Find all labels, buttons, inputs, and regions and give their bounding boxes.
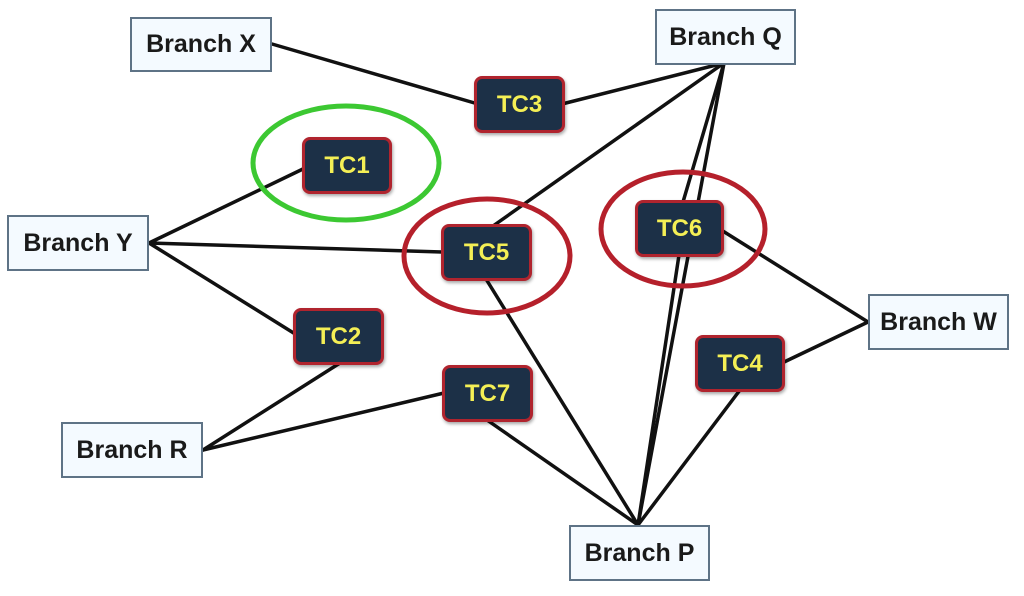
edge-tc6-w [716, 226, 870, 324]
tc1-highlight-ring [250, 103, 442, 223]
edge-q-tc5 [491, 61, 726, 228]
edge-x-tc3 [270, 42, 480, 106]
edge-tc4-w [780, 320, 870, 365]
edge-tc2-r [201, 361, 342, 452]
edge-q-p [636, 61, 726, 527]
tc6-highlight-ring [598, 169, 768, 289]
edge-r-tc7 [201, 391, 446, 452]
highlight-layer [250, 103, 768, 316]
tc4-node: TC4 [695, 335, 785, 392]
edge-tc3-q [560, 61, 726, 106]
edge-tc6-p [636, 253, 681, 527]
edge-tc7-p [485, 418, 640, 527]
edge-tc4-p [636, 388, 742, 527]
branch-r-node: Branch R [61, 422, 203, 478]
tc5-node: TC5 [441, 224, 532, 281]
branch-y-node: Branch Y [7, 215, 149, 271]
tc6-node: TC6 [635, 200, 724, 257]
edges-layer [147, 42, 870, 527]
branch-p-node: Branch P [569, 525, 710, 581]
tc2-node: TC2 [293, 308, 384, 365]
tc5-highlight-ring [401, 196, 573, 316]
edge-y-tc5 [147, 241, 444, 254]
branch-x-node: Branch X [130, 17, 272, 72]
edge-y-tc2 [147, 241, 302, 339]
edge-y-tc1 [147, 166, 307, 245]
edge-q-tc6 [681, 61, 726, 204]
branch-w-node: Branch W [868, 294, 1009, 350]
tc1-node: TC1 [302, 137, 392, 194]
tc7-node: TC7 [442, 365, 533, 422]
edge-tc5-p [484, 277, 640, 527]
branch-q-node: Branch Q [655, 9, 796, 65]
tc3-node: TC3 [474, 76, 565, 133]
